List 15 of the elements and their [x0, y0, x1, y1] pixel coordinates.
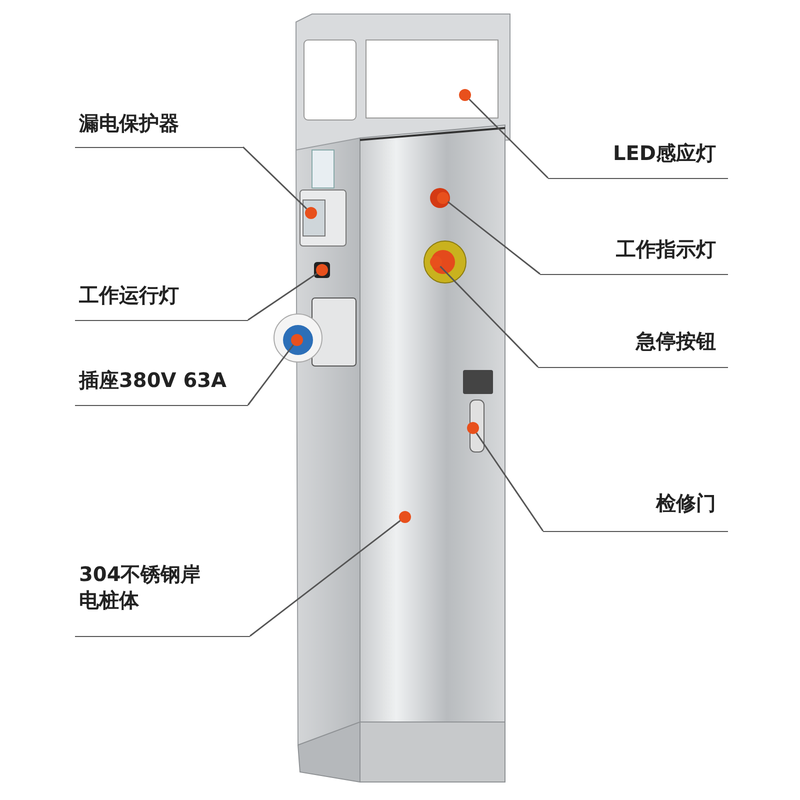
callout-label: 急停按钮	[538, 328, 728, 368]
leader-line	[476, 432, 544, 532]
leader-line	[440, 266, 539, 368]
callout-label: 工作指示灯	[540, 236, 728, 275]
leader-line	[250, 520, 401, 637]
callout-label: 插座380V 63A	[75, 367, 248, 406]
callout-label: 工作运行灯	[75, 282, 248, 321]
callout-label: 漏电保护器	[75, 110, 243, 148]
callout-label: LED感应灯	[548, 140, 728, 179]
leader-line	[242, 146, 308, 210]
leader-line	[468, 98, 549, 179]
leader-line	[447, 201, 540, 275]
leader-line	[248, 272, 318, 321]
callout-label: 304不锈钢岸电桩体	[75, 561, 250, 637]
callout-label: 检修门	[543, 490, 728, 532]
